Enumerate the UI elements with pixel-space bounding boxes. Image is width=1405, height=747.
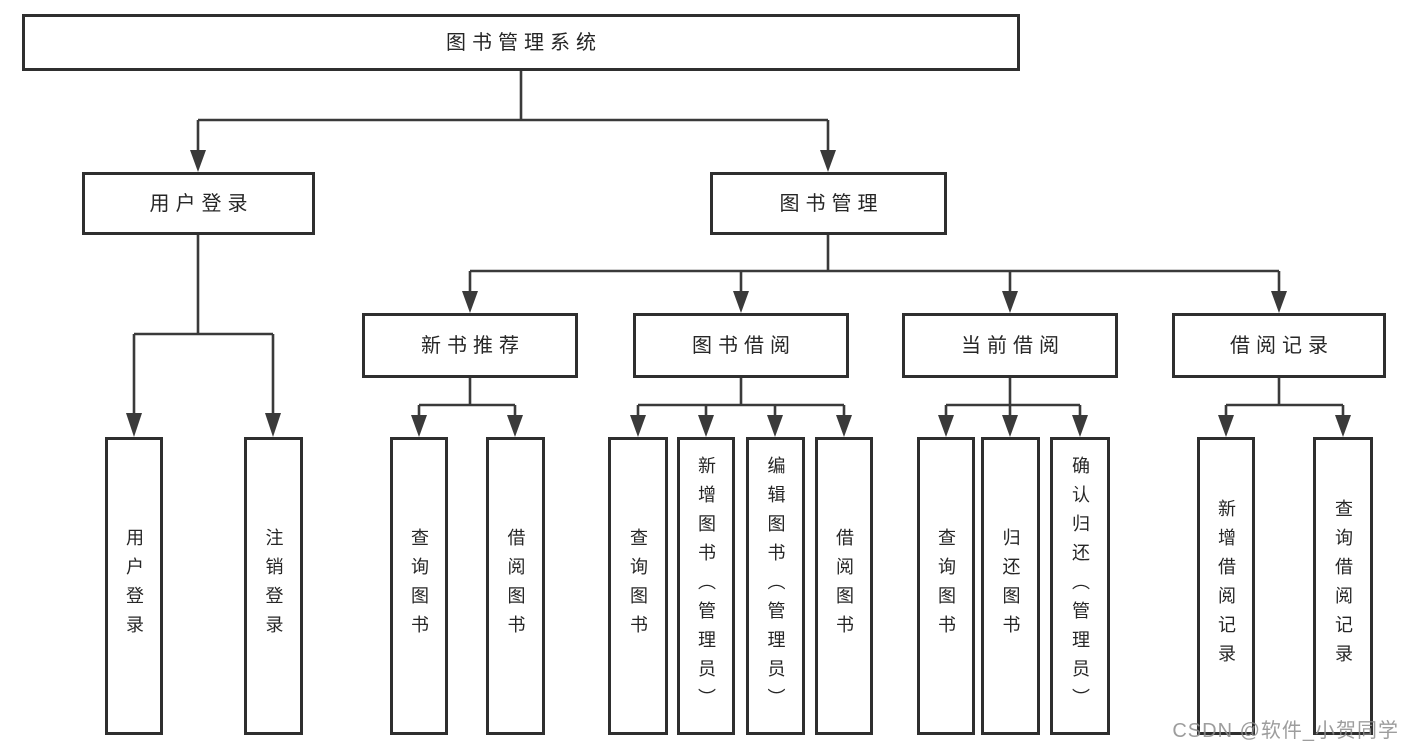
leaf-label: 新增借阅记录 bbox=[1216, 499, 1236, 673]
leaf-label: 借阅图书 bbox=[505, 528, 526, 644]
leaf-borrow-books: 借阅图书 bbox=[815, 437, 873, 735]
leaf-label: 借阅图书 bbox=[834, 528, 854, 644]
node-root-label: 图书管理系统 bbox=[446, 31, 602, 54]
leaf-label: 查询借阅记录 bbox=[1333, 499, 1353, 673]
node-label: 借阅记录 bbox=[1230, 334, 1334, 357]
node-book-management-branch: 图书管理 bbox=[710, 172, 947, 235]
leaf-query-borrow-record: 查询借阅记录 bbox=[1313, 437, 1373, 735]
node-new-book-recommend: 新书推荐 bbox=[362, 313, 578, 378]
node-label: 新书推荐 bbox=[421, 334, 525, 357]
csdn-watermark: CSDN @软件_小贺同学 bbox=[1172, 720, 1399, 742]
leaf-edit-books-admin: 编辑图书（管理员） bbox=[746, 437, 805, 735]
leaf-return-books: 归还图书 bbox=[981, 437, 1040, 735]
leaf-borrow-books-recommend: 借阅图书 bbox=[486, 437, 545, 735]
leaf-label: 用户登录 bbox=[124, 528, 144, 644]
node-label: 图书管理 bbox=[779, 192, 884, 215]
node-root-library-system: 图书管理系统 bbox=[22, 14, 1020, 71]
leaf-query-books-borrow: 查询图书 bbox=[608, 437, 668, 735]
leaf-label: 注销登录 bbox=[263, 528, 284, 644]
leaf-label: 新增图书（管理员） bbox=[696, 455, 716, 717]
leaf-user-login: 用户登录 bbox=[105, 437, 163, 735]
leaf-label: 确认归还（管理员） bbox=[1070, 455, 1090, 717]
leaf-confirm-return-admin: 确认归还（管理员） bbox=[1050, 437, 1110, 735]
leaf-label: 查询图书 bbox=[936, 528, 956, 644]
leaf-add-books-admin: 新增图书（管理员） bbox=[677, 437, 735, 735]
leaf-query-books-recommend: 查询图书 bbox=[390, 437, 448, 735]
leaf-query-books-current: 查询图书 bbox=[917, 437, 975, 735]
leaf-add-borrow-record: 新增借阅记录 bbox=[1197, 437, 1255, 735]
node-current-borrow: 当前借阅 bbox=[902, 313, 1118, 378]
connector-lines bbox=[132, 70, 1345, 416]
node-user-login-branch: 用户登录 bbox=[82, 172, 315, 235]
leaf-label: 归还图书 bbox=[1000, 528, 1021, 644]
leaf-label: 查询图书 bbox=[409, 528, 429, 644]
node-book-borrow: 图书借阅 bbox=[633, 313, 849, 378]
node-label: 图书借阅 bbox=[692, 334, 796, 357]
connector-arrowheads bbox=[126, 150, 1351, 437]
leaf-label: 编辑图书（管理员） bbox=[765, 455, 786, 717]
leaf-logout: 注销登录 bbox=[244, 437, 303, 735]
node-label: 用户登录 bbox=[149, 192, 254, 215]
node-borrow-record: 借阅记录 bbox=[1172, 313, 1386, 378]
node-label: 当前借阅 bbox=[961, 334, 1065, 357]
leaf-label: 查询图书 bbox=[628, 528, 648, 644]
